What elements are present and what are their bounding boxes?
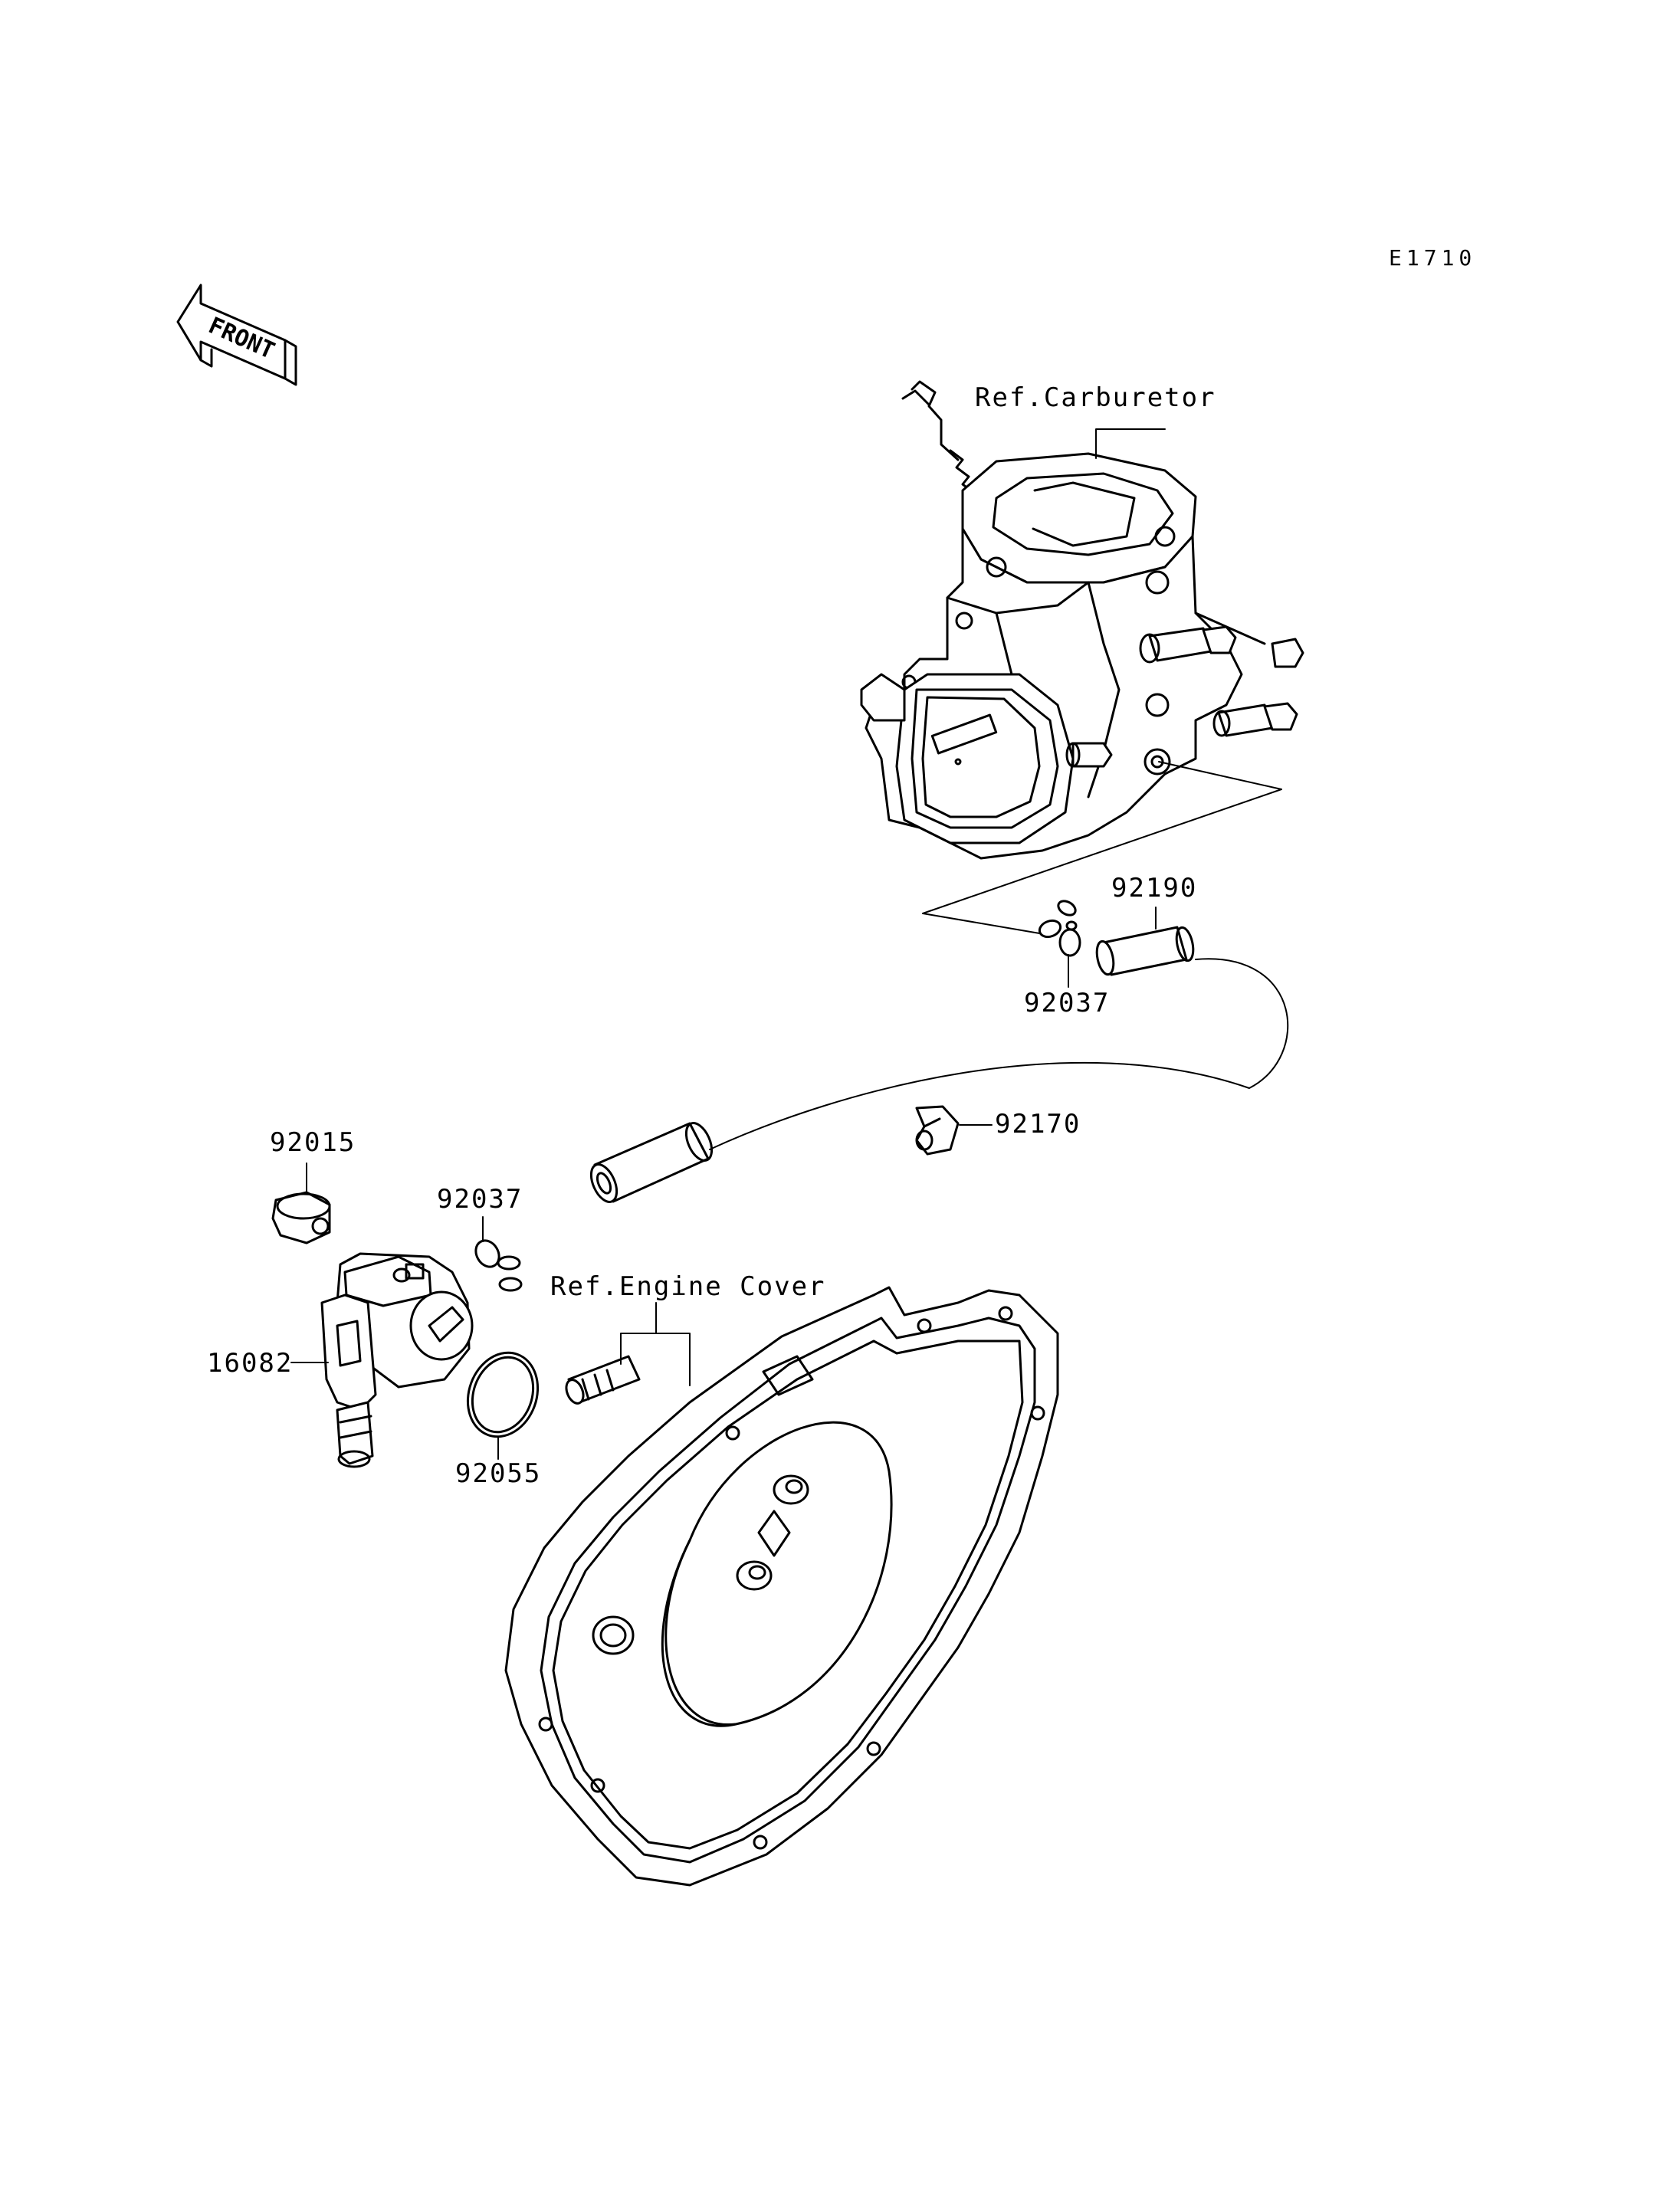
part-92170-label: 92170 — [995, 1109, 1081, 1139]
ref-engine-cover-label: Ref.Engine Cover — [550, 1271, 826, 1302]
clip-92037-left — [474, 1239, 523, 1292]
part-92037-top-label: 92037 — [1024, 988, 1110, 1018]
oring-92055 — [466, 1351, 540, 1438]
fuel-valve-16082 — [320, 1252, 474, 1468]
front-arrow-icon: FRONT — [176, 284, 297, 386]
part-92037-left-label: 92037 — [437, 1184, 523, 1215]
hose-92190 — [1095, 926, 1195, 976]
carburetor-illustration — [860, 380, 1304, 860]
clamp-92170 — [915, 1105, 960, 1156]
clip-92037-top — [1038, 900, 1081, 957]
hose-end — [589, 1122, 714, 1203]
carb-connector-lines — [922, 761, 1282, 936]
part-92190-label: 92190 — [1111, 873, 1197, 903]
nut-92015 — [271, 1191, 331, 1244]
part-16082-label: 16082 — [207, 1348, 293, 1379]
fuel-hose-line — [709, 958, 1289, 1150]
ref-carburetor-label: Ref.Carburetor — [975, 382, 1216, 413]
engine-cover-illustration — [504, 1286, 1059, 1887]
part-92055-label: 92055 — [455, 1458, 541, 1489]
part-92015-label: 92015 — [270, 1127, 356, 1158]
diagram-code: E1710 — [1389, 245, 1476, 271]
